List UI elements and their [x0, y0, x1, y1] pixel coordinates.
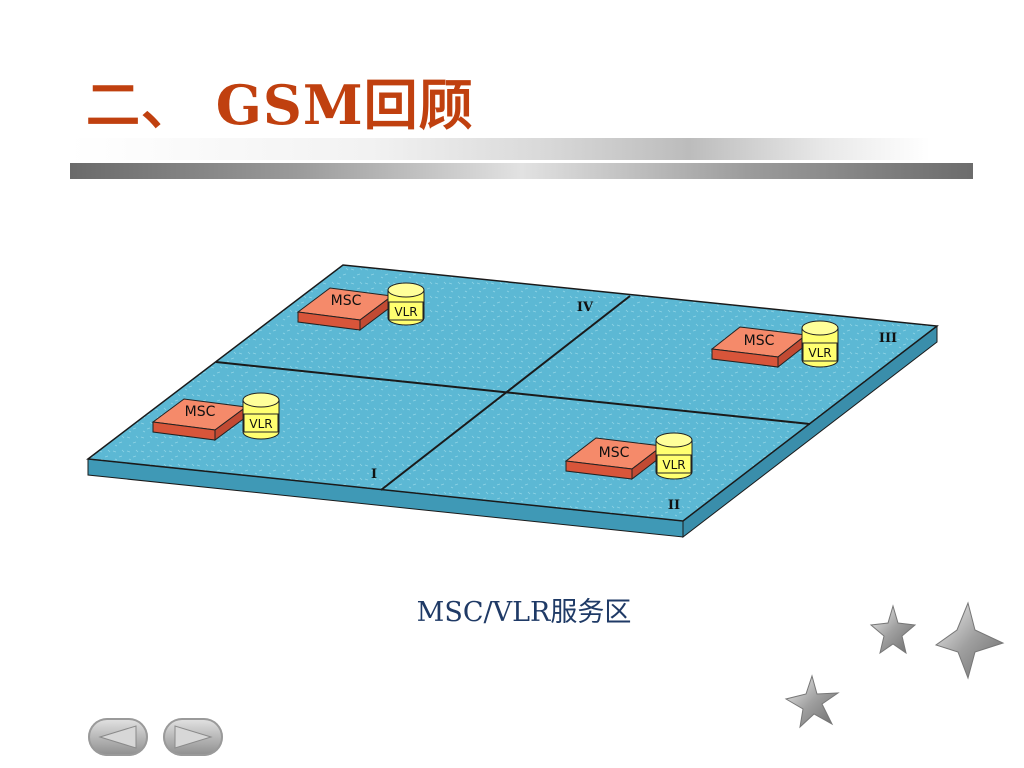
- next-slide-button[interactable]: [163, 718, 223, 756]
- left-arrow-icon: [98, 725, 137, 749]
- region-i: MSC VLR I: [151, 392, 377, 482]
- region-iv: MSC VLR IV: [296, 282, 594, 331]
- region-divider: [215, 361, 811, 425]
- msc-box: MSC: [296, 287, 394, 331]
- vlr-label: VLR: [394, 305, 417, 319]
- vlr-label: VLR: [808, 346, 831, 360]
- region-divider: [380, 295, 631, 491]
- msc-box: MSC: [151, 398, 248, 441]
- title-underline-gradient: [70, 138, 930, 160]
- slide-title: 二、 GSM回顾: [86, 73, 474, 137]
- vlr-label: VLR: [249, 417, 272, 431]
- vlr-cylinder: VLR: [655, 432, 693, 480]
- star-icon: [869, 604, 917, 655]
- msc-label: MSC: [744, 333, 775, 349]
- star-icon: [784, 674, 840, 729]
- vlr-cylinder: VLR: [242, 392, 280, 440]
- region-label: IV: [577, 300, 594, 315]
- vlr-cylinder: VLR: [387, 282, 425, 326]
- previous-slide-button[interactable]: [88, 718, 148, 756]
- vlr-label: VLR: [662, 458, 685, 472]
- msc-box: MSC: [710, 326, 808, 369]
- vlr-cylinder: VLR: [801, 320, 839, 368]
- title-underline-bar: [70, 163, 973, 179]
- region-label: II: [668, 498, 680, 513]
- msc-label: MSC: [185, 404, 216, 420]
- msc-label: MSC: [599, 445, 630, 461]
- region-label: I: [371, 467, 377, 482]
- region-ii: MSC VLR II: [564, 432, 693, 513]
- msc-label: MSC: [331, 293, 362, 309]
- diagram-caption: MSC/VLR服务区: [416, 597, 632, 628]
- region-iii: MSC VLR III: [710, 320, 897, 369]
- region-label: III: [879, 331, 897, 346]
- right-arrow-icon: [174, 725, 213, 749]
- star-icon: [934, 601, 1005, 680]
